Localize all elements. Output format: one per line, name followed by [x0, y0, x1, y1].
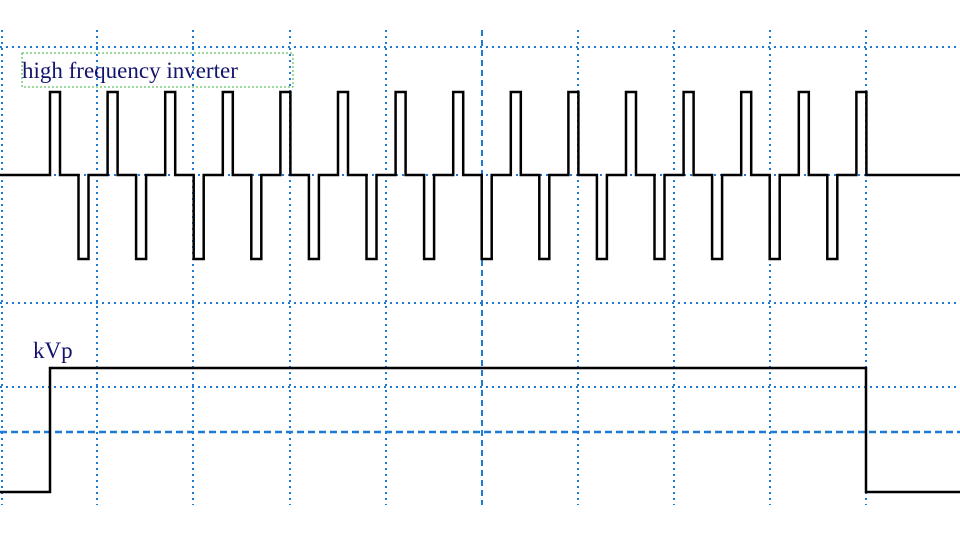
inverter-waveform — [0, 90, 960, 261]
label-box — [21, 52, 294, 88]
grid — [0, 30, 960, 505]
kvp-label: kVp — [33, 338, 73, 363]
kvp-waveform — [0, 366, 960, 494]
inverter-label: high frequency inverter — [22, 58, 238, 83]
